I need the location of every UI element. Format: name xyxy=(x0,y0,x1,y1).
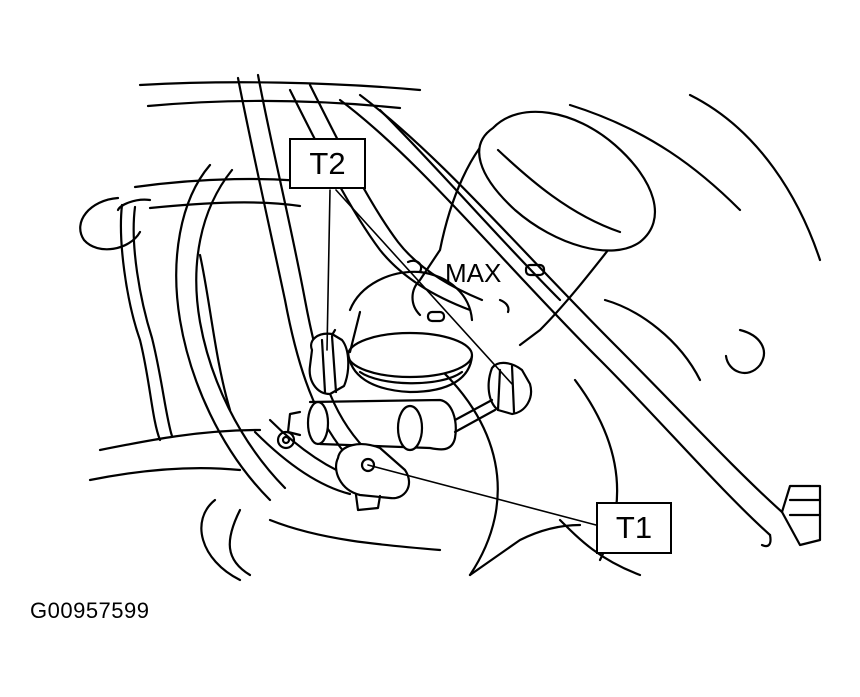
reservoir-cap xyxy=(479,112,655,251)
t1-leader xyxy=(368,465,596,525)
max-marker xyxy=(526,265,544,275)
t2-leader-right xyxy=(336,190,512,384)
wiring-harness xyxy=(340,95,820,546)
background-outlines xyxy=(80,82,820,580)
leader-lines xyxy=(327,190,596,525)
callout-t1: T1 xyxy=(596,502,672,554)
min-marker xyxy=(428,312,444,321)
t2-leader-left xyxy=(327,190,330,350)
t2-fitting xyxy=(310,334,349,394)
callout-t2: T2 xyxy=(289,138,366,189)
right-fitting xyxy=(455,363,531,432)
brake-lines xyxy=(118,75,482,550)
master-cylinder-body xyxy=(278,272,472,510)
figure-id-label: G00957599 xyxy=(30,598,150,623)
fluid-reservoir xyxy=(408,112,655,345)
reservoir-max-text: MAX xyxy=(445,258,501,288)
